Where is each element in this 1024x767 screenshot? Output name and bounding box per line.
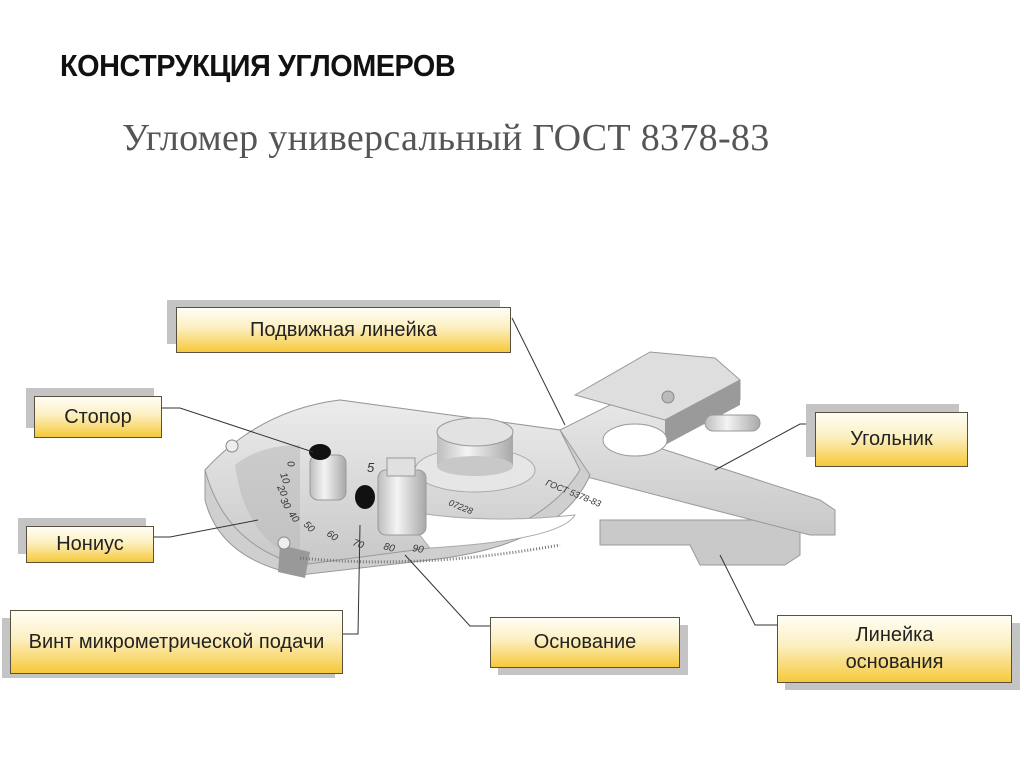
slide-subtitle: Угломер универсальный ГОСТ 8378-83 xyxy=(122,117,770,159)
label-base: Основание xyxy=(490,617,680,668)
scale-mark: 80 xyxy=(382,541,396,555)
label-vernier: Нониус xyxy=(26,526,154,563)
base-ruler-part xyxy=(599,519,801,566)
scale-mark: 0 xyxy=(284,460,296,469)
central-hub xyxy=(414,417,536,493)
scale-mark: 70 xyxy=(351,537,366,551)
movable-ruler-part xyxy=(539,351,836,536)
slide-title: КОНСТРУКЦИЯ УГЛОМЕРОВ xyxy=(60,48,456,83)
scale-mark: 10 xyxy=(277,471,291,486)
vernier-mark: 5 xyxy=(367,460,375,475)
label-base-ruler: Линейка основания xyxy=(777,615,1012,683)
scale-mark: 90 xyxy=(411,543,424,556)
label-stopper: Стопор xyxy=(34,396,162,438)
leader-lines xyxy=(154,317,816,635)
micrometer-screw-knob xyxy=(355,457,427,536)
stopper-knob xyxy=(309,444,347,501)
label-movable-ruler: Подвижная линейка xyxy=(176,307,511,353)
scale-mark: 30 xyxy=(277,496,292,512)
label-square: Угольник xyxy=(815,412,968,467)
scale-mark: 20 xyxy=(274,483,289,499)
label-micrometer-screw: Винт микрометрической подачи xyxy=(10,610,343,674)
